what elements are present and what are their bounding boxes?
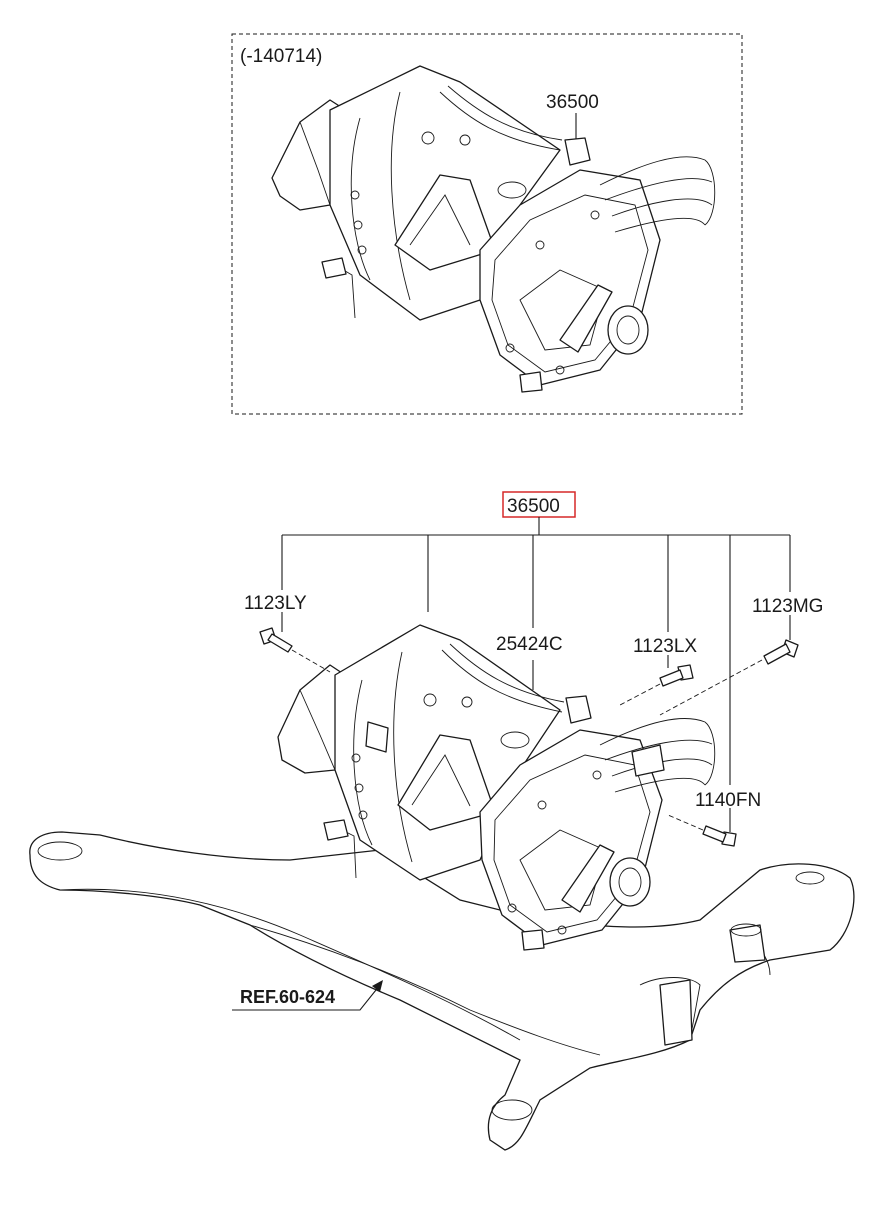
inset-panel: (-140714) 36500 (231, 33, 743, 415)
callout-1123ly[interactable]: 1123LY (244, 593, 307, 614)
callout-1123lx[interactable]: 1123LX (633, 636, 697, 657)
motor-assembly[interactable] (277, 624, 716, 951)
leader-lines (281, 517, 791, 832)
callout-1123mg[interactable]: 1123MG (752, 596, 823, 617)
inset-part-label[interactable]: 36500 (546, 92, 599, 113)
reference-callout (232, 980, 383, 1011)
callout-1140fn[interactable]: 1140FN (695, 790, 761, 811)
bolt-1123ly[interactable] (259, 627, 331, 673)
subframe[interactable] (29, 831, 855, 1151)
reference-label[interactable]: REF.60-624 (240, 987, 335, 1007)
bolt-1123lx[interactable] (619, 664, 694, 706)
inset-motor-assembly[interactable] (271, 65, 716, 393)
bolt-1140fn[interactable] (667, 814, 737, 847)
inset-date-range: (-140714) (240, 46, 322, 67)
bolt-1123mg[interactable] (659, 639, 799, 716)
callout-25424c[interactable]: 25424C (496, 634, 563, 655)
assembly-label[interactable]: 36500 (507, 496, 560, 517)
inset-dashed-border (231, 33, 743, 415)
